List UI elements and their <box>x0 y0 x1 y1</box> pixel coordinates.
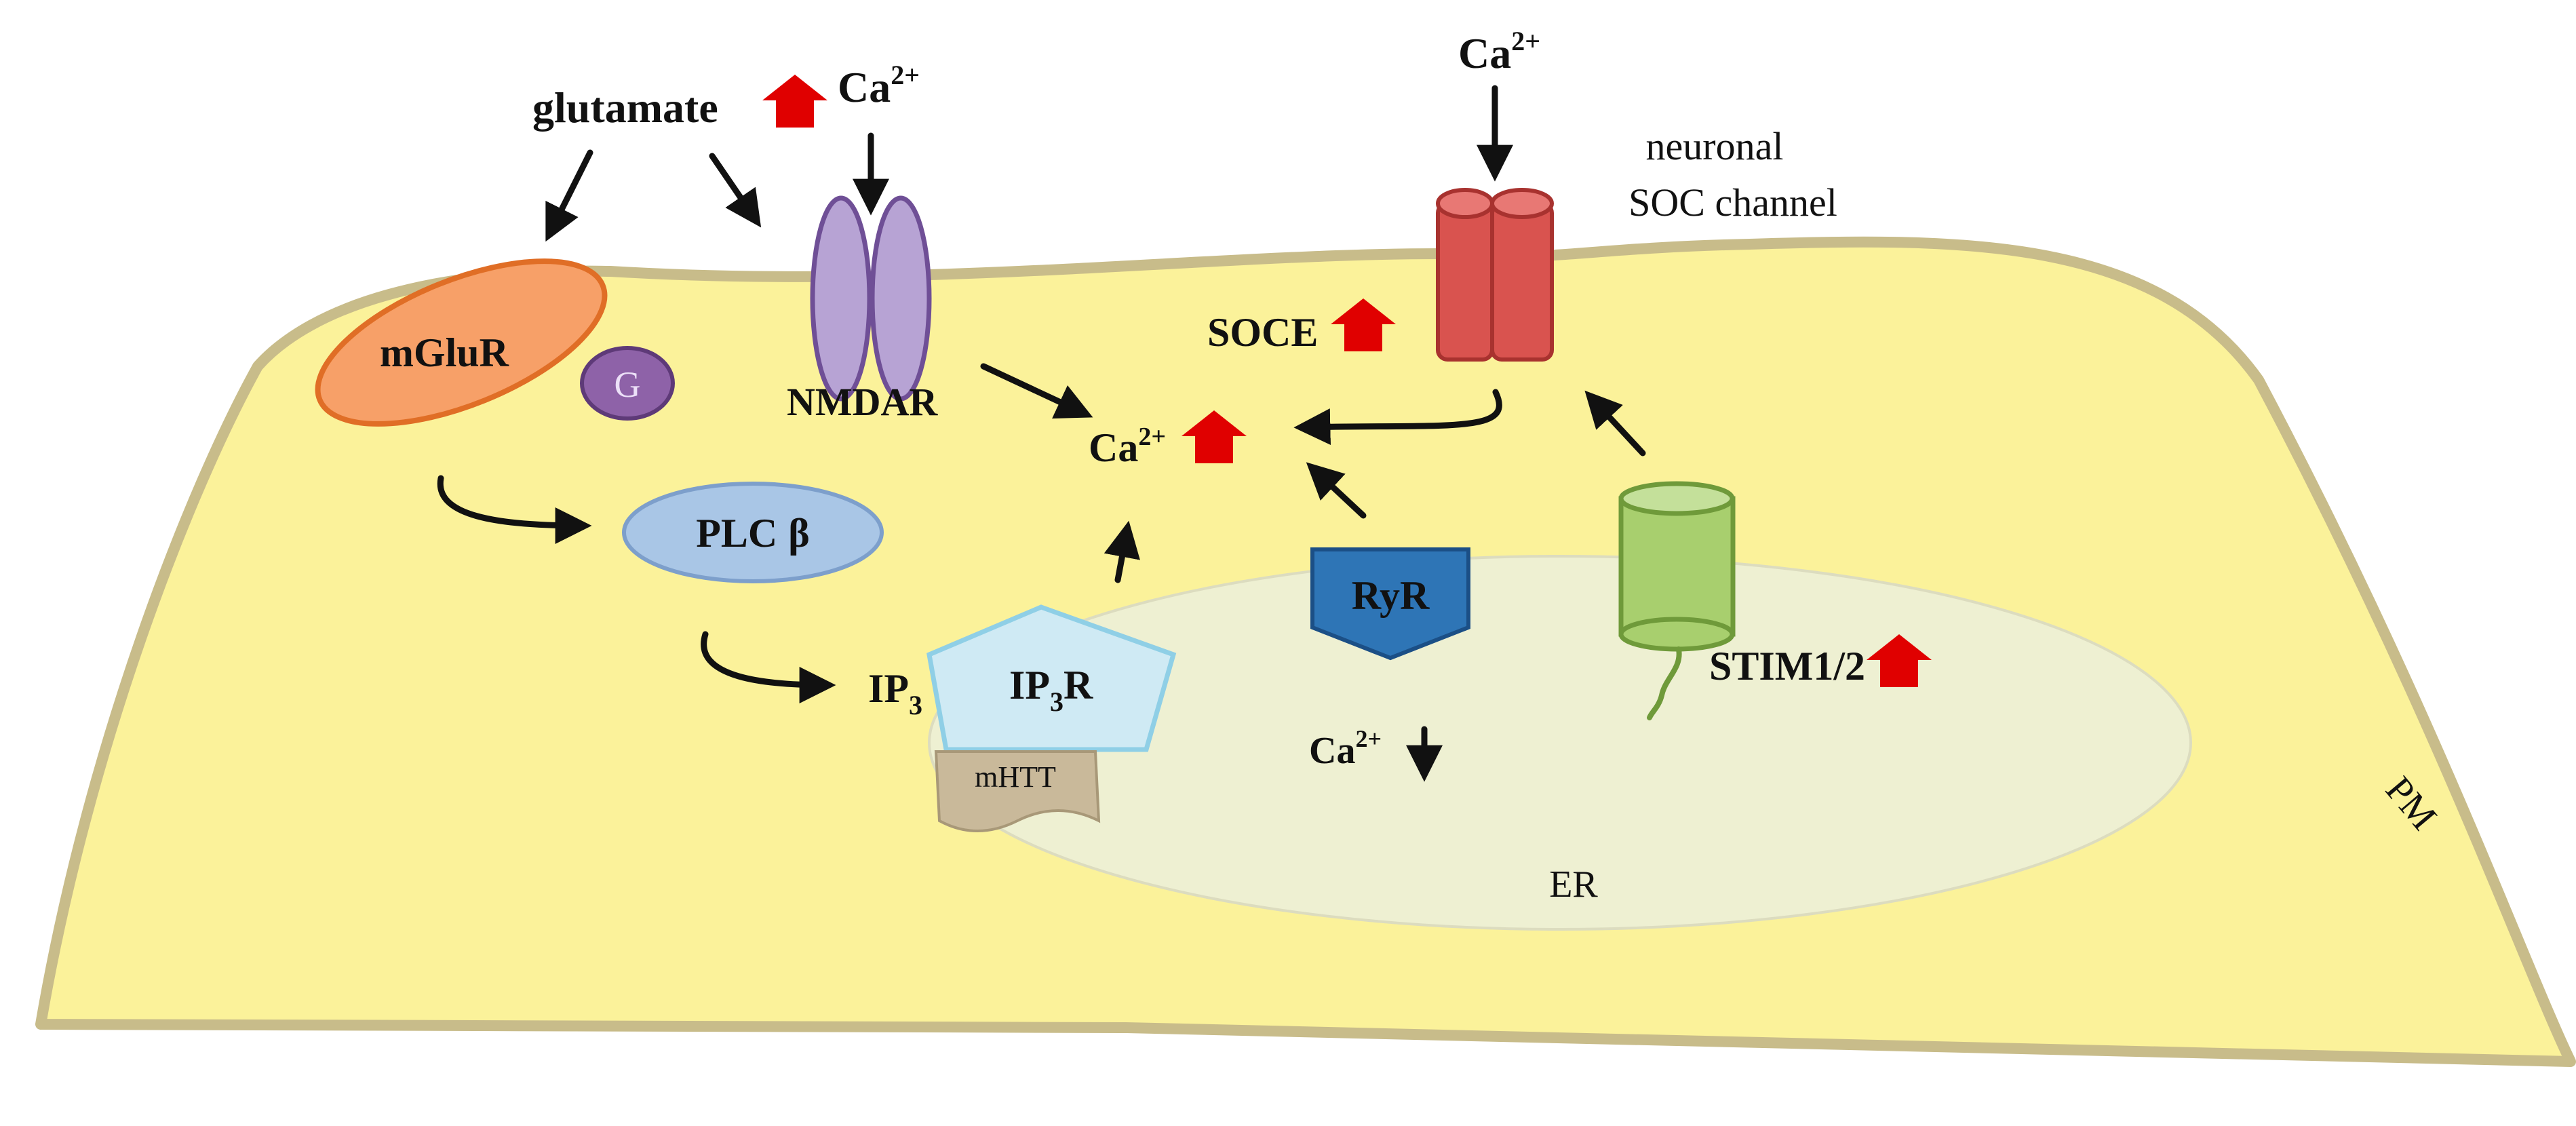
ca-top-right-label: Ca2+ <box>1458 26 1540 77</box>
arrow-nmdar-to-ca <box>980 363 1093 419</box>
arrow-glutamate-to-nmdar <box>709 153 762 228</box>
ryr-label: RyR <box>1352 573 1430 618</box>
nmdar-subunit-left <box>810 195 872 402</box>
nmdar-label: NMDAR <box>787 380 938 424</box>
arrow-ryr-to-ca <box>1306 462 1367 519</box>
arrow-glutamate-to-mglur <box>545 149 593 242</box>
soce-up-arrow <box>1331 298 1396 351</box>
neuronal-label: neuronal <box>1646 124 1784 168</box>
soc-channel-label: SOC channel <box>1628 180 1837 225</box>
er-label: ER <box>1549 863 1598 906</box>
stim-sensor <box>1618 481 1736 720</box>
mhtt-label: mHTT <box>975 760 1056 794</box>
arrow-ip3r-to-ca <box>1104 520 1140 583</box>
ca-er-label: Ca2+ <box>1309 725 1382 772</box>
glutamate-up-arrow <box>762 75 827 128</box>
arrow-stim-to-soc <box>1584 390 1646 457</box>
stim-label: STIM1/2 <box>1709 644 1865 688</box>
soc-channel <box>1436 188 1554 362</box>
glutamate-label: glutamate <box>532 83 718 132</box>
mglur-label: mGluR <box>380 330 509 375</box>
g-protein-label: G <box>614 364 641 405</box>
stim-up-arrow <box>1867 634 1932 687</box>
ip3r-label: IP3R <box>1009 663 1093 717</box>
ca-center-up-arrow <box>1182 410 1247 463</box>
arrow-soc-to-ca <box>1293 389 1502 446</box>
plc-beta-enzyme <box>622 482 884 583</box>
ca-center-label: Ca2+ <box>1089 423 1166 470</box>
up-arrows <box>762 75 1932 687</box>
mglur-receptor <box>315 258 608 427</box>
arrow-mglur-to-plc <box>437 475 592 544</box>
arrows <box>437 85 1646 782</box>
ca-top-left-label: Ca2+ <box>838 60 920 111</box>
mhtt-protein <box>934 750 1101 832</box>
arrow-plc-to-ip3 <box>701 631 836 703</box>
ip3-label: IP3 <box>868 666 922 720</box>
ip3r-receptor <box>926 604 1177 752</box>
g-protein <box>580 346 675 421</box>
ryr-receptor <box>1310 547 1470 661</box>
er-compartment <box>928 555 2192 931</box>
nmdar-subunit-right <box>870 195 932 402</box>
soce-label: SOCE <box>1207 310 1318 355</box>
